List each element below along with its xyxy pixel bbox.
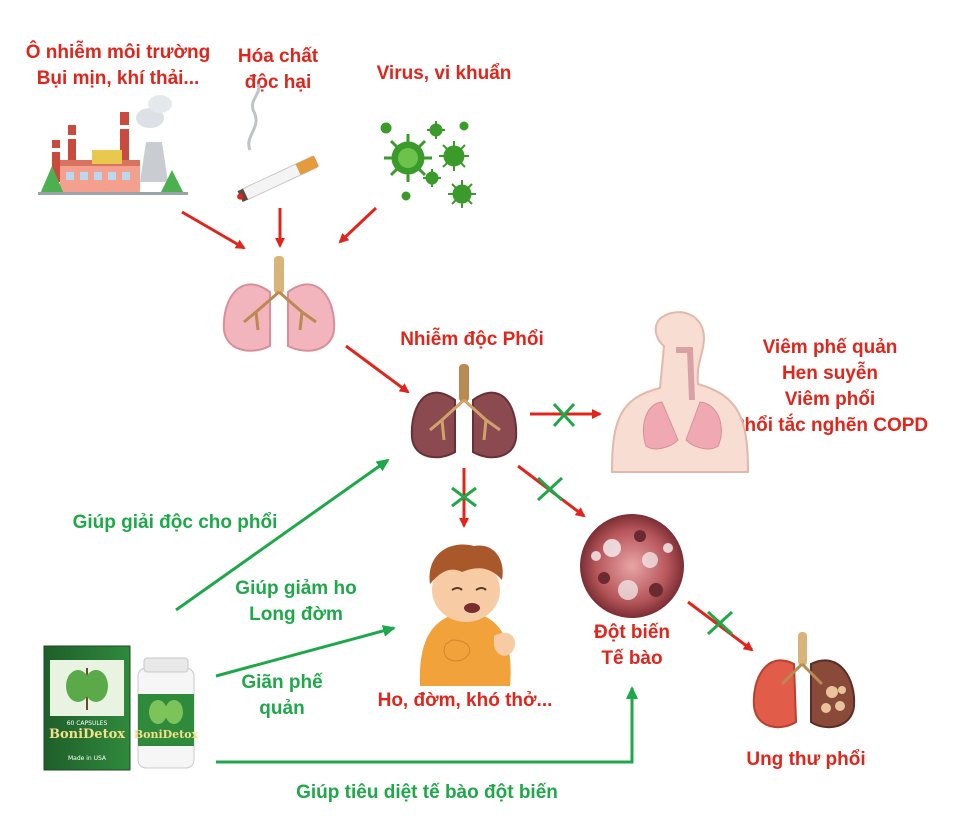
cancer-label: Ung thư phổi xyxy=(746,749,866,770)
factory-icon xyxy=(38,95,188,195)
benefit-bronchi-line2: quản xyxy=(259,698,305,719)
cause-virus-label: Virus, vi khuẩn xyxy=(376,63,512,84)
cross-symptoms xyxy=(451,486,477,508)
symptoms-label: Ho, đờm, khó thở... xyxy=(377,690,553,711)
arrow-pollution-to-lungs xyxy=(181,210,246,250)
disease-asthma: Hen suyễn xyxy=(781,363,879,384)
benefit-cough-label: Giúp giảm ho Long đờm xyxy=(218,576,374,628)
cancer-lungs-icon xyxy=(752,632,856,729)
bottle-brand-text: BoniDetox xyxy=(134,728,199,741)
arrow-cough xyxy=(215,625,396,678)
box-brand-text: BoniDetox xyxy=(49,727,125,742)
cigarette-icon xyxy=(237,83,319,203)
bonidetox-box-icon: BoniDetox 60 CAPSULES Made in USA xyxy=(43,645,131,771)
cause-chemicals-line1: Hóa chất xyxy=(237,46,319,67)
arrow-kill-cells xyxy=(216,686,638,764)
green-crosses xyxy=(451,402,734,636)
mutation-line1: Đột biến xyxy=(594,622,670,643)
arrow-virus-to-lungs xyxy=(338,206,378,244)
benefit-bronchi-line1: Giãn phế xyxy=(241,672,323,693)
arrow-cell-to-cancer xyxy=(687,600,754,652)
disease-bronchitis: Viêm phế quản xyxy=(762,337,898,358)
red-arrows xyxy=(181,206,754,652)
benefit-bronchi-label: Giãn phế quản xyxy=(226,670,338,722)
cause-chemicals-line2: độc hại xyxy=(244,72,312,93)
diseases-label: Viêm phế quản Hen suyễn Viêm phổi Phổi t… xyxy=(720,335,940,439)
cross-cell xyxy=(536,476,564,502)
cause-pollution-label: Ô nhiễm môi trường Bụi mịn, khí thải... xyxy=(0,40,236,92)
benefit-cough-line2: Long đờm xyxy=(249,604,343,625)
healthy-lungs-icon xyxy=(222,256,336,352)
box-badge-text: Made in USA xyxy=(68,755,107,762)
lung-poisoning-label: Nhiễm độc Phổi xyxy=(400,329,544,350)
benefit-detox-label: Giúp giải độc cho phổi xyxy=(72,512,278,533)
virus-icon xyxy=(380,121,476,208)
bonidetox-bottle-icon: BoniDetox xyxy=(134,657,199,769)
benefit-cough-line1: Giúp giảm ho xyxy=(235,578,357,599)
cause-chemicals-label: Hóa chất độc hại xyxy=(220,44,336,96)
disease-copd: Phổi tắc nghẽn COPD xyxy=(731,415,929,436)
benefit-kill-cells-label: Giúp tiêu diệt tế bào đột biến xyxy=(296,782,558,803)
arrow-detox xyxy=(175,458,390,612)
mutation-line2: Tế bào xyxy=(601,648,663,669)
box-capsules-text: 60 CAPSULES xyxy=(67,720,108,727)
arrow-lungs-to-toxic xyxy=(345,344,410,394)
cause-pollution-line2: Bụi mịn, khí thải... xyxy=(36,68,200,89)
cross-cancer xyxy=(706,610,734,636)
coughing-child-icon xyxy=(419,544,516,686)
toxic-lungs-icon xyxy=(410,364,518,459)
green-arrows xyxy=(175,458,638,764)
mutation-label: Đột biến Tế bào xyxy=(576,620,688,672)
torso-icon xyxy=(610,311,750,473)
cause-pollution-line1: Ô nhiễm môi trường xyxy=(25,42,211,63)
disease-pneumonia: Viêm phổi xyxy=(784,389,876,410)
cross-diseases xyxy=(552,402,576,428)
mutated-cell-icon xyxy=(580,514,684,618)
